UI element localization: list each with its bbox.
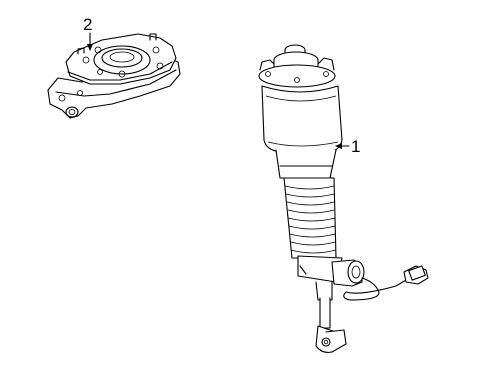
callout-number-2: 2 [83, 15, 93, 34]
upper-mount-part [47, 33, 181, 119]
air-strut-part [258, 44, 429, 353]
callout-number-1: 1 [351, 137, 361, 156]
